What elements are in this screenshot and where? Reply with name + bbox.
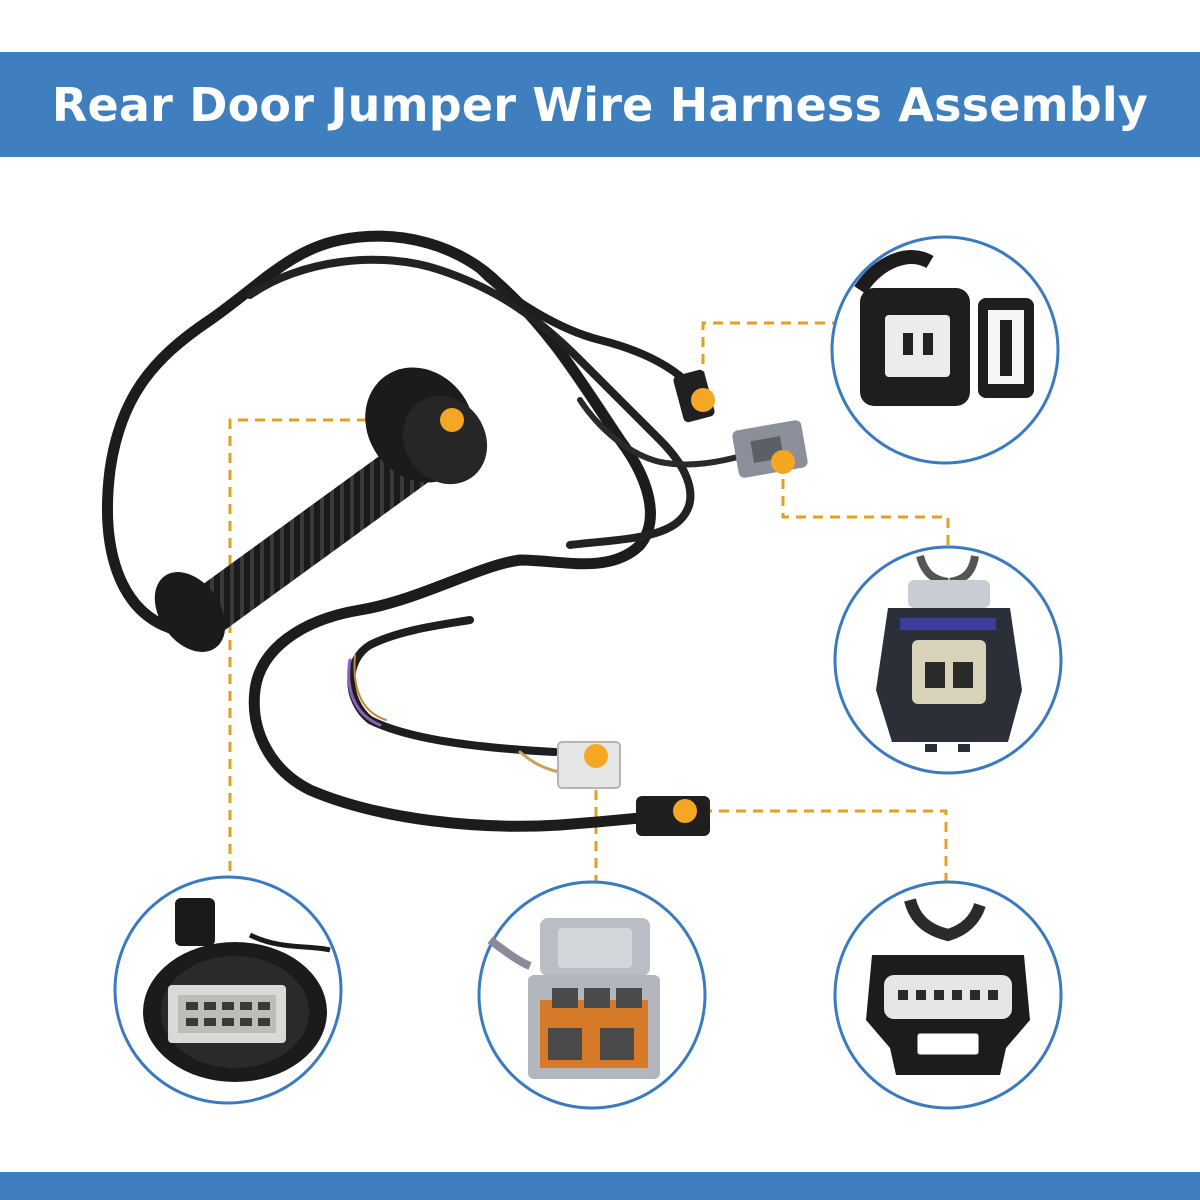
branch-wire-top: [476, 266, 694, 389]
callout-dots: [440, 388, 795, 823]
detail-circle-grey-connector: [833, 545, 1063, 775]
footer-bar: [0, 1172, 1200, 1200]
detail-circle-white-connector: [477, 880, 707, 1110]
title-banner: Rear Door Jumper Wire Harness Assembly: [0, 52, 1200, 157]
grommet-assembly: [154, 367, 488, 652]
dot-grommet: [440, 408, 464, 432]
connector-black-6pin: [636, 796, 710, 836]
page-title: Rear Door Jumper Wire Harness Assembly: [51, 77, 1149, 132]
detail-circle-black-connector: [833, 880, 1063, 1110]
detail-circle-grommet-connector: [113, 875, 343, 1105]
dot-top-connector: [691, 388, 715, 412]
detail-circle-top-connector: [830, 235, 1060, 465]
callout-line-grey-connector: [781, 462, 950, 548]
dot-white-connector: [584, 744, 608, 768]
outer-loop-wire: [102, 230, 656, 832]
branch-wire-white: [347, 616, 559, 756]
grommet-flange-small: [154, 572, 226, 652]
callout-line-top-connector: [701, 321, 835, 398]
wire-harness: [102, 230, 748, 832]
callout-line-black-connector: [685, 809, 948, 888]
corrugated-boot: [195, 430, 445, 630]
inner-loop-wire: [246, 255, 695, 549]
dot-black-connector: [673, 799, 697, 823]
dot-grey-connector: [771, 450, 795, 474]
branch-wire-grey: [577, 397, 748, 468]
